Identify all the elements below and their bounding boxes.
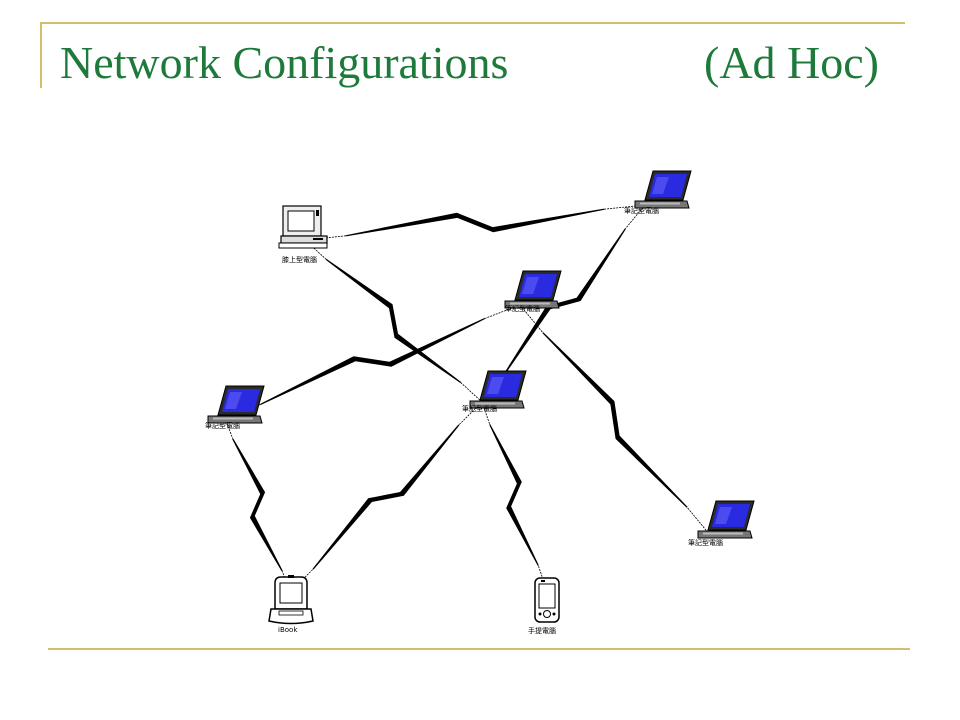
node-label-ibook: iBook bbox=[278, 626, 298, 634]
laptop-icon bbox=[469, 370, 527, 409]
laptop-icon bbox=[634, 170, 692, 209]
wireless-link bbox=[304, 204, 646, 241]
slide-title-suffix: (Ad Hoc) bbox=[704, 37, 879, 88]
laptop-icon bbox=[504, 270, 562, 309]
node-label-pda: 手提電腦 bbox=[528, 626, 556, 635]
node-label-laptop_center: 筆記型電腦 bbox=[462, 404, 497, 413]
ibook-icon bbox=[268, 575, 314, 625]
slide-title: Network Configurations bbox=[60, 37, 509, 88]
node-label-desktop: 膝上型電腦 bbox=[282, 255, 317, 264]
laptop-icon bbox=[697, 500, 755, 539]
frame-top-rule bbox=[40, 22, 905, 24]
frame-left-rule bbox=[40, 22, 42, 88]
wireless-link bbox=[289, 401, 483, 593]
node-label-laptop_top: 筆記型電腦 bbox=[624, 206, 659, 215]
desktop-computer-icon bbox=[278, 205, 328, 249]
wireless-link bbox=[304, 239, 483, 403]
node-label-laptop_mid: 筆記型電腦 bbox=[505, 304, 540, 313]
wireless-link bbox=[519, 304, 711, 536]
pda-icon bbox=[534, 577, 560, 623]
laptop-icon bbox=[207, 385, 265, 424]
frame-bottom-rule bbox=[48, 648, 910, 650]
wireless-link bbox=[481, 401, 547, 589]
node-label-laptop_left: 筆記型電腦 bbox=[205, 421, 240, 430]
node-label-laptop_right: 筆記型電腦 bbox=[688, 538, 723, 547]
wireless-link bbox=[224, 417, 291, 593]
